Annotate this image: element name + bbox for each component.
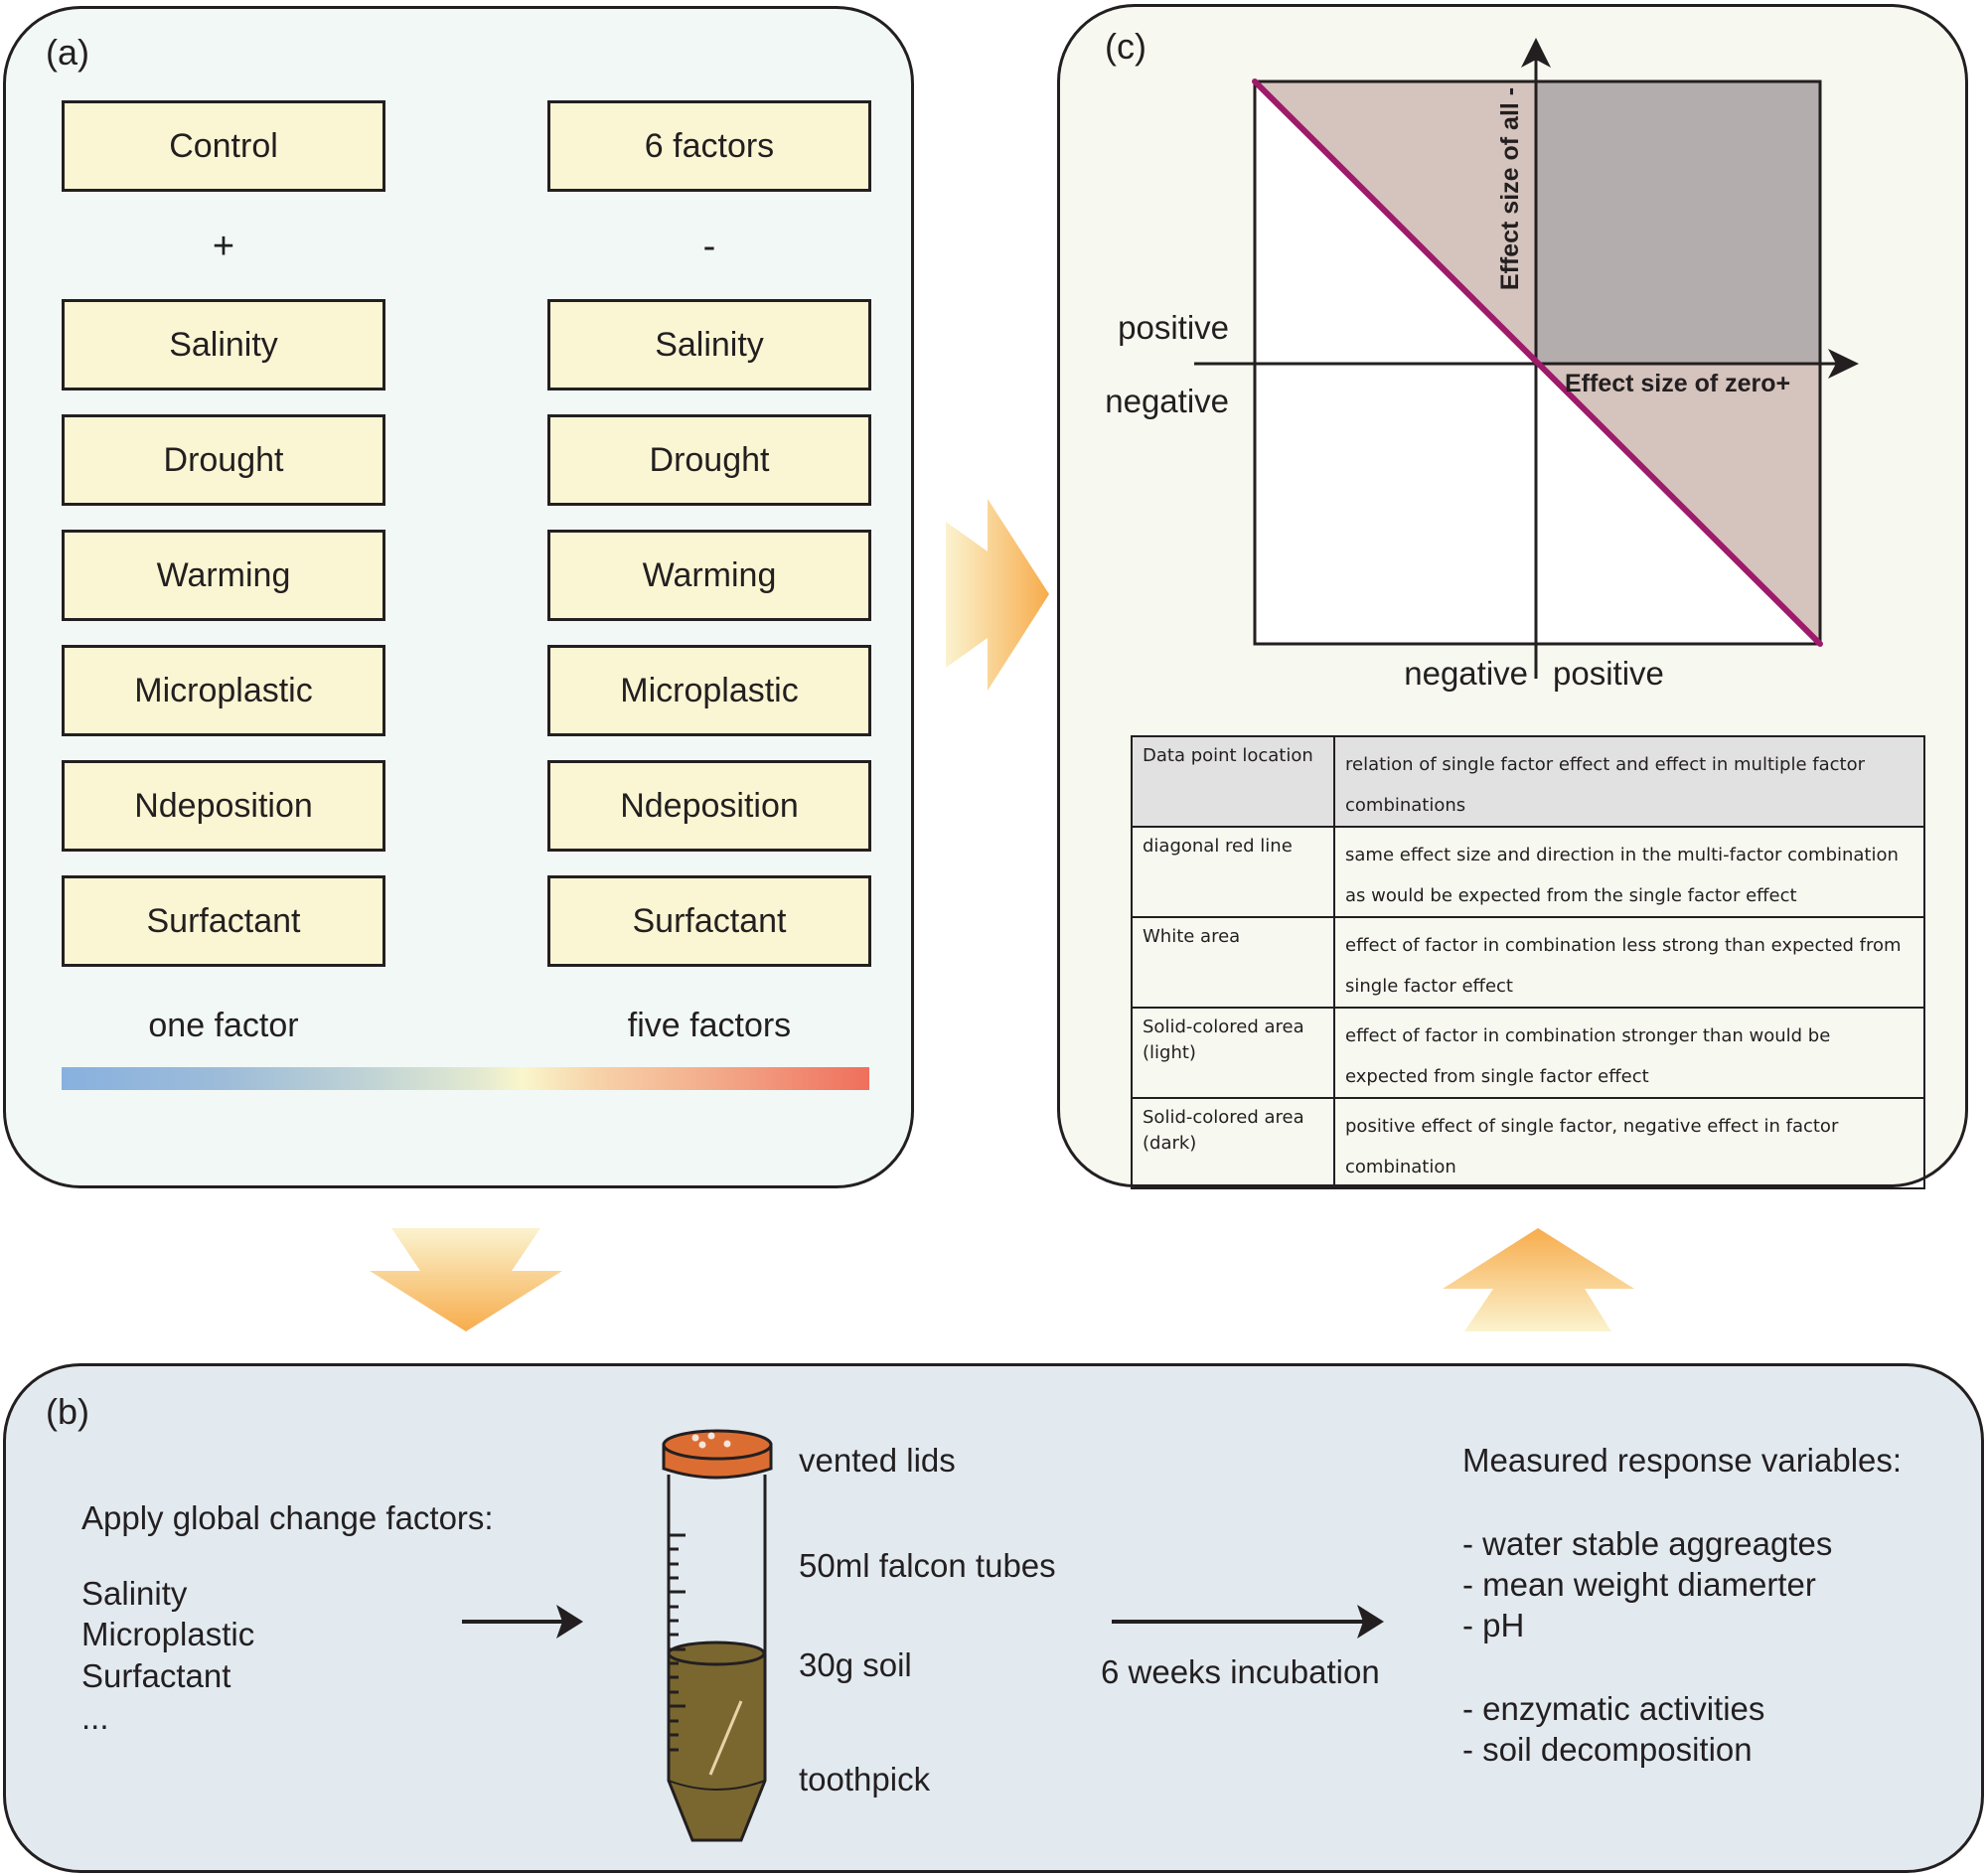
control-box: Control bbox=[62, 100, 385, 192]
tube-label-falcon-tubes: 50ml falcon tubes bbox=[799, 1547, 1056, 1584]
legend-table: Data point location relation of single f… bbox=[1131, 735, 1925, 1189]
tube-label-soil: 30g soil bbox=[799, 1646, 912, 1683]
table-cell: Solid-colored area (light) bbox=[1131, 1007, 1335, 1099]
arrow-right-incubation-icon bbox=[1112, 1605, 1384, 1639]
x-axis-arrowhead-icon bbox=[1828, 349, 1859, 379]
factor-box: Salinity bbox=[62, 299, 385, 391]
panel-a-label: (a) bbox=[46, 32, 89, 73]
table-header-row: Data point location relation of single f… bbox=[1131, 735, 1925, 828]
y-tick-negative: negative bbox=[1105, 383, 1229, 419]
arrow-down-icon bbox=[370, 1228, 562, 1331]
factor-box: Surfactant bbox=[547, 875, 871, 967]
x-tick-negative: negative bbox=[1404, 655, 1528, 692]
table-row: diagonal red line same effect size and d… bbox=[1131, 826, 1925, 918]
factor-box: Warming bbox=[547, 530, 871, 621]
measured-item: - mean weight diamerter bbox=[1462, 1566, 1816, 1603]
apply-factor-item: ... bbox=[81, 1699, 109, 1736]
incubation-label: 6 weeks incubation bbox=[1101, 1653, 1380, 1690]
factor-box: Drought bbox=[62, 414, 385, 506]
six-factors-box: 6 factors bbox=[547, 100, 871, 192]
measured-item: - pH bbox=[1462, 1607, 1525, 1643]
table-row: Solid-colored area (dark) positive effec… bbox=[1131, 1097, 1925, 1189]
y-tick-positive: positive bbox=[1118, 309, 1229, 346]
measured-item: - soil decomposition bbox=[1462, 1731, 1753, 1768]
factor-box: Warming bbox=[62, 530, 385, 621]
falcon-tube-icon bbox=[662, 1429, 773, 1842]
table-cell: effect of factor in combination stronger… bbox=[1333, 1007, 1925, 1099]
factor-box: Salinity bbox=[547, 299, 871, 391]
table-cell: same effect size and direction in the mu… bbox=[1333, 826, 1925, 918]
table-cell: diagonal red line bbox=[1131, 826, 1335, 918]
plus-sign: + bbox=[212, 226, 235, 267]
table-cell: Solid-colored area (dark) bbox=[1131, 1097, 1335, 1189]
measured-item: - water stable aggreagtes bbox=[1462, 1525, 1833, 1562]
factor-box: Surfactant bbox=[62, 875, 385, 967]
factor-box: Ndeposition bbox=[547, 760, 871, 852]
minus-sign: - bbox=[702, 226, 716, 267]
apply-factor-item: Salinity bbox=[81, 1575, 188, 1612]
measured-title: Measured response variables: bbox=[1462, 1442, 1903, 1479]
diagonal-red-line bbox=[1252, 78, 1823, 647]
panel-c-label: (c) bbox=[1105, 26, 1146, 67]
apply-factor-item: Microplastic bbox=[81, 1616, 255, 1652]
table-cell: Data point location bbox=[1131, 735, 1335, 828]
table-cell: White area bbox=[1131, 916, 1335, 1009]
table-cell: relation of single factor effect and eff… bbox=[1333, 735, 1925, 828]
one-factor-caption: one factor bbox=[148, 1007, 299, 1044]
arrow-right-small-icon bbox=[462, 1605, 583, 1639]
factor-box: Microplastic bbox=[547, 645, 871, 736]
tube-label-vented-lids: vented lids bbox=[799, 1442, 956, 1479]
tube-label-toothpick: toothpick bbox=[799, 1761, 931, 1798]
y-axis-arrowhead-icon bbox=[1521, 38, 1551, 68]
panel-b-label: (b) bbox=[46, 1391, 89, 1432]
table-row: White area effect of factor in combinati… bbox=[1131, 916, 1925, 1009]
solid-colored-area-dark-region bbox=[1536, 81, 1820, 364]
factor-box: Microplastic bbox=[62, 645, 385, 736]
arrow-up-icon bbox=[1443, 1228, 1634, 1331]
table-cell: effect of factor in combination less str… bbox=[1333, 916, 1925, 1009]
factor-count-gradient-bar bbox=[62, 1067, 869, 1090]
five-factors-caption: five factors bbox=[627, 1007, 792, 1044]
table-cell: positive effect of single factor, negati… bbox=[1333, 1097, 1925, 1189]
factor-box: Ndeposition bbox=[62, 760, 385, 852]
table-row: Solid-colored area (light) effect of fac… bbox=[1131, 1007, 1925, 1099]
factor-box: Drought bbox=[547, 414, 871, 506]
apply-factors-title: Apply global change factors: bbox=[81, 1499, 494, 1536]
arrow-right-icon bbox=[946, 499, 1049, 691]
apply-factor-item: Surfactant bbox=[81, 1657, 231, 1694]
measured-item: - enzymatic activities bbox=[1462, 1690, 1765, 1727]
x-axis-label: Effect size of zero+ bbox=[1565, 370, 1791, 397]
panel-b: (b) bbox=[3, 1363, 1984, 1873]
x-tick-positive: positive bbox=[1553, 655, 1664, 692]
